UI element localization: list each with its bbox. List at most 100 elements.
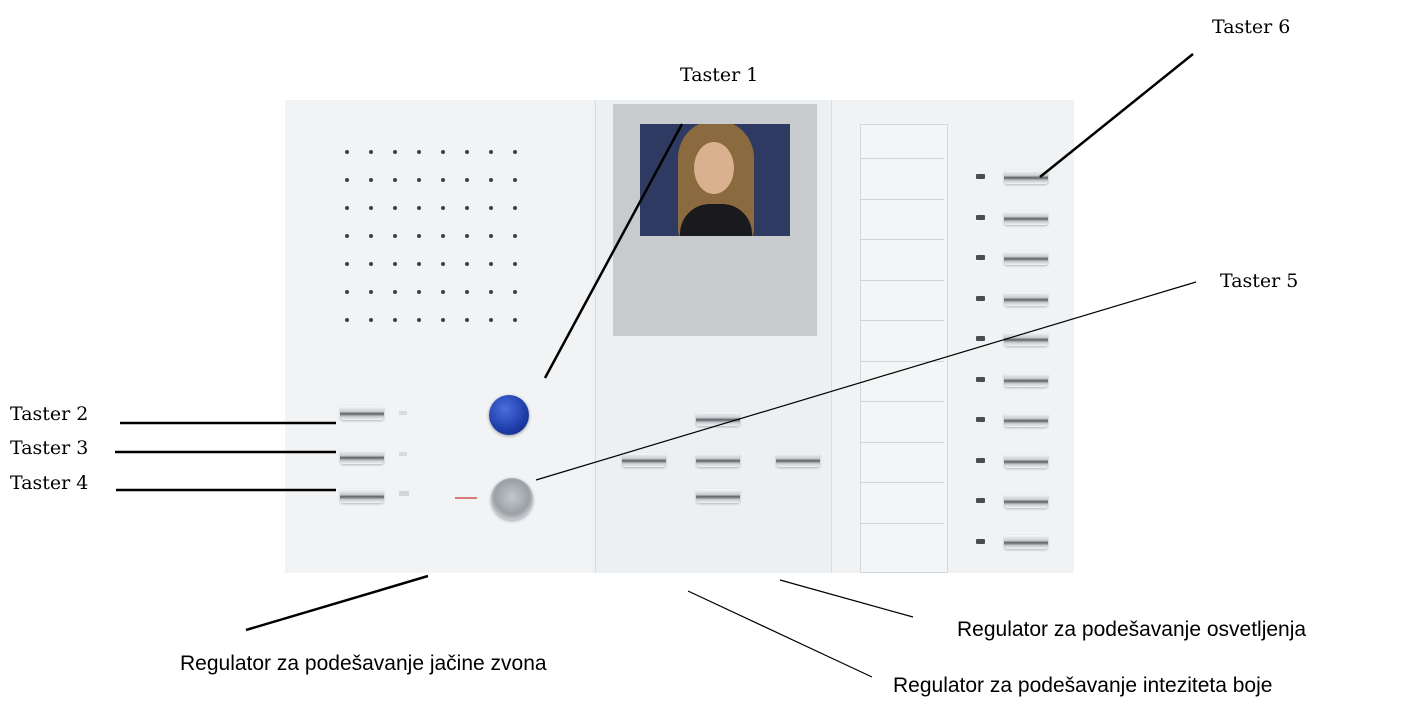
left-section xyxy=(285,100,593,573)
grille-hole xyxy=(441,178,445,182)
label-strip-slot xyxy=(860,401,944,432)
function-button-1[interactable] xyxy=(1004,170,1048,184)
label-taster-5: Taster 5 xyxy=(1220,270,1299,292)
status-led-icon xyxy=(976,538,985,544)
label-regulator-osvetljenje: Regulator za podešavanje osvetljenja xyxy=(957,618,1307,641)
label-regulator-boja: Regulator za podešavanje inteziteta boje xyxy=(893,674,1273,697)
indicator-icon xyxy=(399,452,407,456)
indicator-icon xyxy=(399,411,407,415)
pointer-taster-1 xyxy=(543,123,684,379)
grille-hole xyxy=(393,206,397,210)
grille-hole xyxy=(417,150,421,154)
grille-hole xyxy=(369,150,373,154)
grille-hole xyxy=(393,262,397,266)
label-taster-2: Taster 2 xyxy=(10,403,89,425)
grille-hole xyxy=(393,178,397,182)
grille-hole xyxy=(417,206,421,210)
grille-hole xyxy=(489,178,493,182)
grille-hole xyxy=(393,290,397,294)
grille-hole xyxy=(345,150,349,154)
grille-hole xyxy=(345,178,349,182)
grille-hole xyxy=(393,318,397,322)
speaker-grille-icon xyxy=(345,150,545,350)
function-button-9[interactable] xyxy=(1004,494,1048,508)
label-taster-1: Taster 1 xyxy=(680,64,759,86)
grille-hole xyxy=(513,318,517,322)
label-regulator-zvono: Regulator za podešavanje jačine zvona xyxy=(180,652,547,675)
label-strip-slot xyxy=(860,239,944,270)
middle-section xyxy=(595,100,830,573)
grille-hole xyxy=(489,206,493,210)
grille-hole xyxy=(417,318,421,322)
grille-hole xyxy=(465,206,469,210)
label-strip-slot xyxy=(860,279,944,311)
function-button-4[interactable] xyxy=(1004,291,1048,306)
grille-hole xyxy=(465,178,469,182)
door-open-button-icon[interactable] xyxy=(491,478,533,520)
taster-3-button[interactable] xyxy=(340,450,384,464)
grille-hole xyxy=(393,150,397,154)
grille-hole xyxy=(513,150,517,154)
pointer-regulator-zvono xyxy=(245,574,429,632)
grille-hole xyxy=(417,234,421,238)
function-button-7[interactable] xyxy=(1004,413,1048,427)
nav-center-button[interactable] xyxy=(696,453,740,467)
function-button-3[interactable] xyxy=(1004,251,1048,265)
grille-hole xyxy=(345,206,349,210)
grille-hole xyxy=(441,206,445,210)
grille-hole xyxy=(369,178,373,182)
label-strip-slot xyxy=(860,522,944,554)
grille-hole xyxy=(345,234,349,238)
grille-hole xyxy=(441,234,445,238)
grille-hole xyxy=(345,318,349,322)
grille-hole xyxy=(345,290,349,294)
grille-hole xyxy=(441,290,445,294)
nav-left-button[interactable] xyxy=(622,453,666,467)
grille-hole xyxy=(513,206,517,210)
grille-hole xyxy=(441,262,445,266)
red-mark-icon xyxy=(455,497,477,499)
video-screen-icon xyxy=(640,124,790,236)
nav-down-button[interactable] xyxy=(696,489,740,503)
grille-hole xyxy=(369,318,373,322)
label-taster-6: Taster 6 xyxy=(1212,16,1291,38)
taster-4-button[interactable] xyxy=(340,489,384,503)
label-strip-slot xyxy=(860,482,944,513)
grille-hole xyxy=(369,290,373,294)
call-button-icon[interactable] xyxy=(489,395,529,435)
status-led-icon xyxy=(976,295,985,301)
grille-hole xyxy=(489,290,493,294)
status-led-icon xyxy=(976,457,985,463)
function-button-8[interactable] xyxy=(1004,453,1048,468)
grille-hole xyxy=(513,234,517,238)
function-button-5[interactable] xyxy=(1004,332,1048,346)
label-strip-slot xyxy=(860,441,944,473)
grille-hole xyxy=(489,234,493,238)
intercom-panel xyxy=(285,100,1074,573)
function-button-6[interactable] xyxy=(1004,372,1048,387)
grille-hole xyxy=(393,234,397,238)
taster-2-button[interactable] xyxy=(340,406,384,420)
grille-hole xyxy=(513,290,517,294)
label-strip-slot xyxy=(860,320,944,351)
label-taster-3: Taster 3 xyxy=(10,437,89,459)
function-button-10[interactable] xyxy=(1004,534,1048,549)
label-strip-slot xyxy=(860,158,944,189)
indicator-icon xyxy=(399,491,409,496)
pointer-taster-5 xyxy=(535,281,1197,481)
nav-right-button[interactable] xyxy=(776,453,820,467)
status-led-icon xyxy=(976,174,985,179)
right-section xyxy=(831,100,1074,573)
grille-hole xyxy=(489,150,493,154)
pointer-taster-6 xyxy=(1039,53,1194,178)
grille-hole xyxy=(465,262,469,266)
grille-hole xyxy=(369,206,373,210)
status-led-icon xyxy=(976,498,985,503)
grille-hole xyxy=(465,290,469,294)
label-strip-slot xyxy=(860,360,944,392)
function-button-2[interactable] xyxy=(1004,210,1048,225)
grille-hole xyxy=(417,290,421,294)
grille-hole xyxy=(489,262,493,266)
label-taster-4: Taster 4 xyxy=(10,472,89,494)
